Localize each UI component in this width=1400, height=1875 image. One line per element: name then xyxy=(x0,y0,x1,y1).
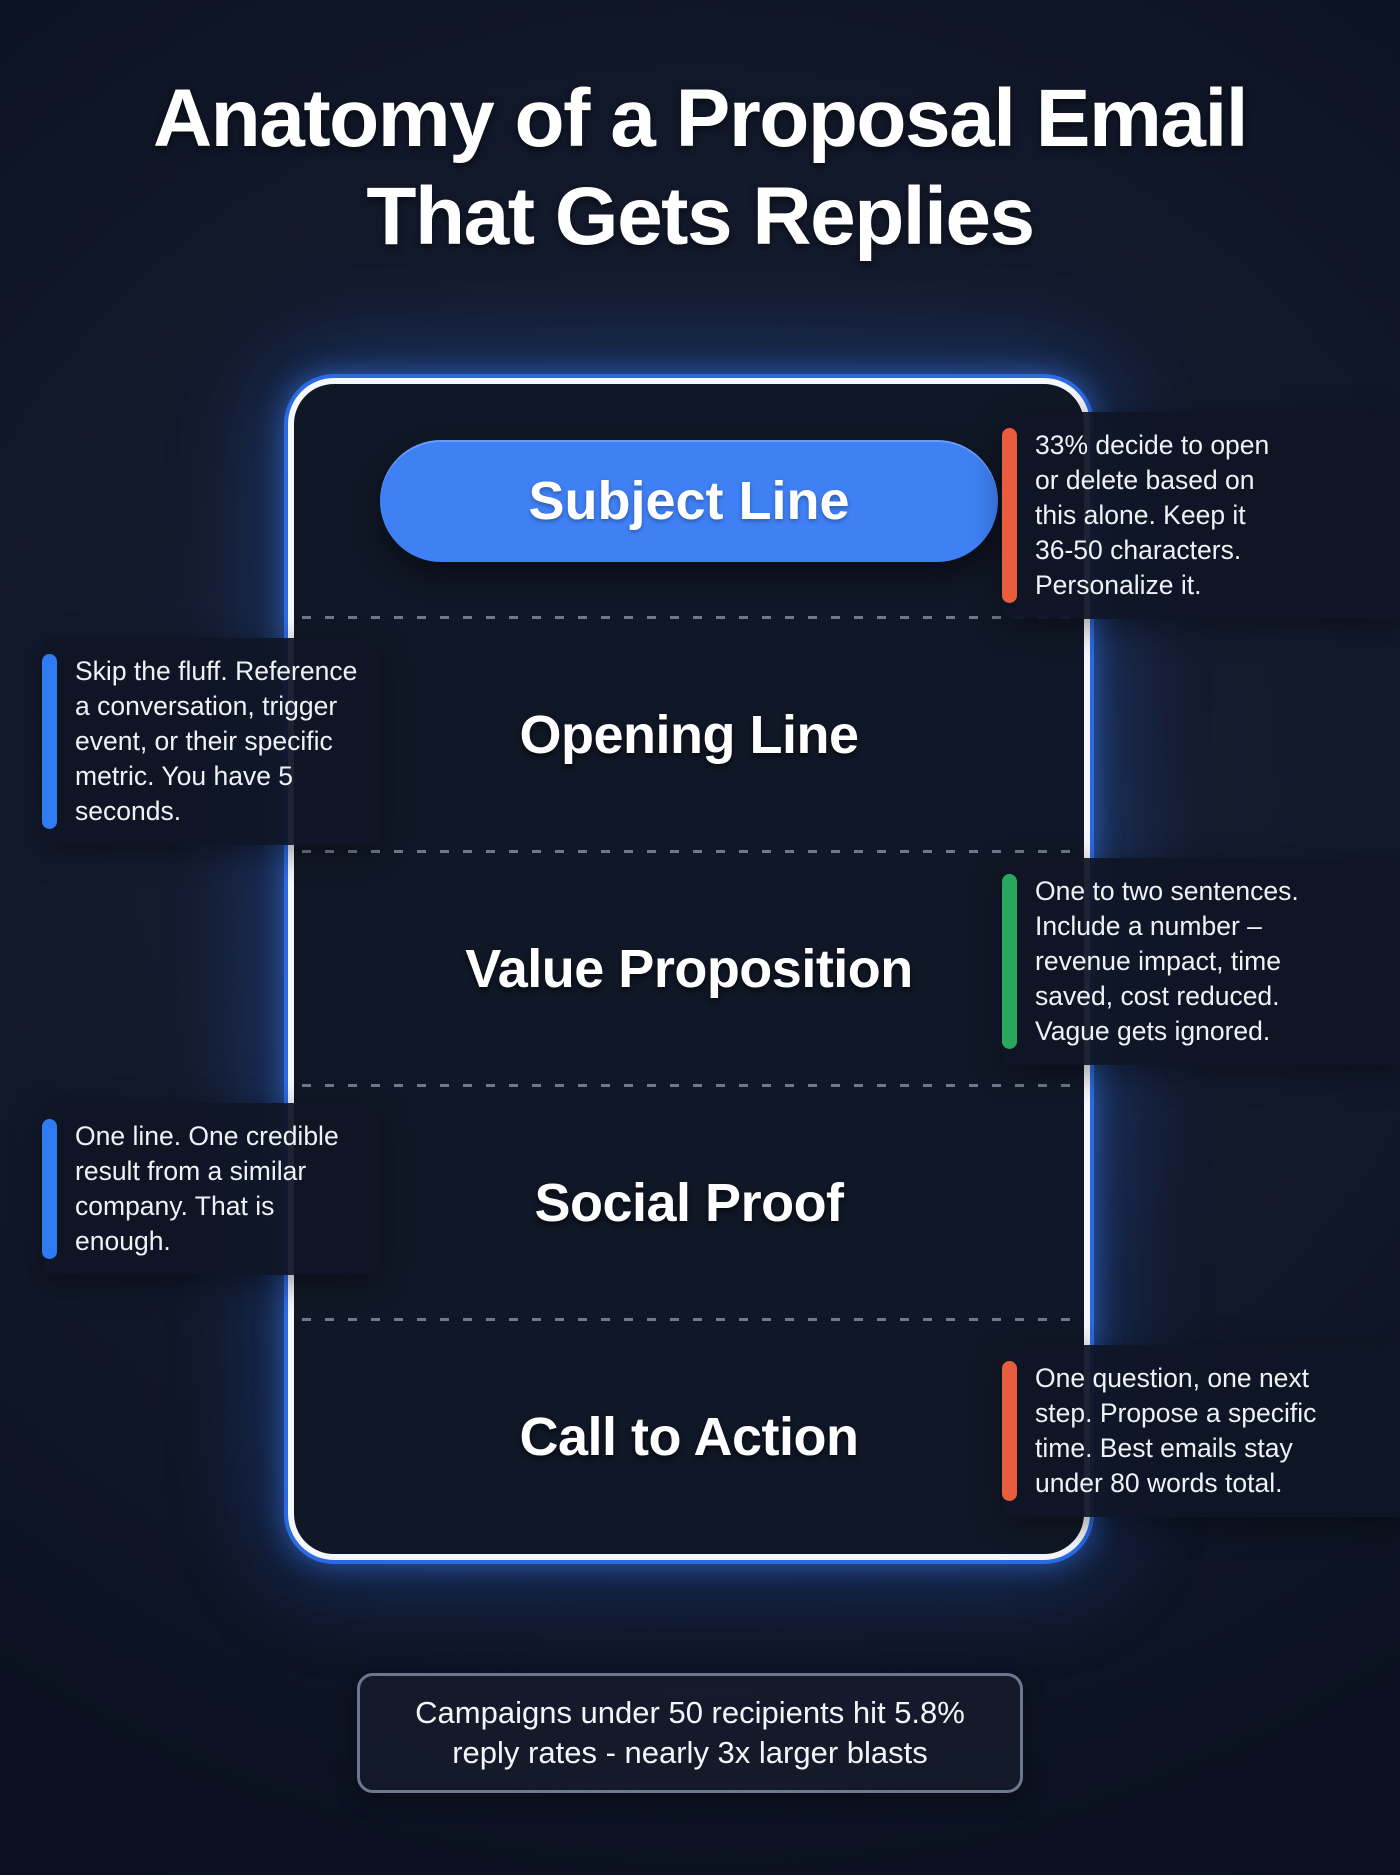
annotation-call-to-action: One question, one next step. Propose a s… xyxy=(1002,1345,1400,1517)
section-row-value-proposition: Value Proposition xyxy=(294,850,1084,1086)
section-title-value-proposition: Value Proposition xyxy=(465,939,913,999)
annotation-accent-bar xyxy=(1002,1361,1017,1501)
annotation-value-proposition: One to two sentences. Include a number –… xyxy=(1002,858,1400,1065)
footer-stat-box: Campaigns under 50 recipients hit 5.8% r… xyxy=(357,1673,1023,1793)
annotation-text: One line. One credible result from a sim… xyxy=(75,1121,339,1256)
annotation-accent-bar xyxy=(1002,874,1017,1049)
section-title-call-to-action: Call to Action xyxy=(519,1407,860,1467)
section-title-opening-line: Opening Line xyxy=(519,705,860,765)
annotation-text: Skip the fluff. Reference a conversation… xyxy=(75,656,358,826)
annotation-social-proof: One line. One credible result from a sim… xyxy=(42,1103,380,1275)
section-row-subject-line: Subject Line xyxy=(294,384,1084,618)
annotation-accent-bar xyxy=(42,1119,57,1259)
email-anatomy-card: Subject Line Opening Line Value Proposit… xyxy=(288,378,1090,1560)
section-row-call-to-action: Call to Action xyxy=(294,1318,1084,1554)
infographic-title: Anatomy of a Proposal Email That Gets Re… xyxy=(152,73,1249,263)
section-row-social-proof: Social Proof xyxy=(294,1084,1084,1320)
annotation-subject-line: 33% decide to open or delete based on th… xyxy=(1002,412,1400,619)
annotation-accent-bar xyxy=(1002,428,1017,603)
subject-line-pill: Subject Line xyxy=(380,440,998,562)
annotation-opening-line: Skip the fluff. Reference a conversation… xyxy=(42,638,380,845)
annotation-text: One question, one next step. Propose a s… xyxy=(1035,1363,1317,1498)
section-title-social-proof: Social Proof xyxy=(534,1173,844,1233)
annotation-text: 33% decide to open or delete based on th… xyxy=(1035,430,1270,600)
annotation-accent-bar xyxy=(42,654,57,829)
section-row-opening-line: Opening Line xyxy=(294,616,1084,852)
annotation-text: One to two sentences. Include a number –… xyxy=(1035,876,1299,1046)
